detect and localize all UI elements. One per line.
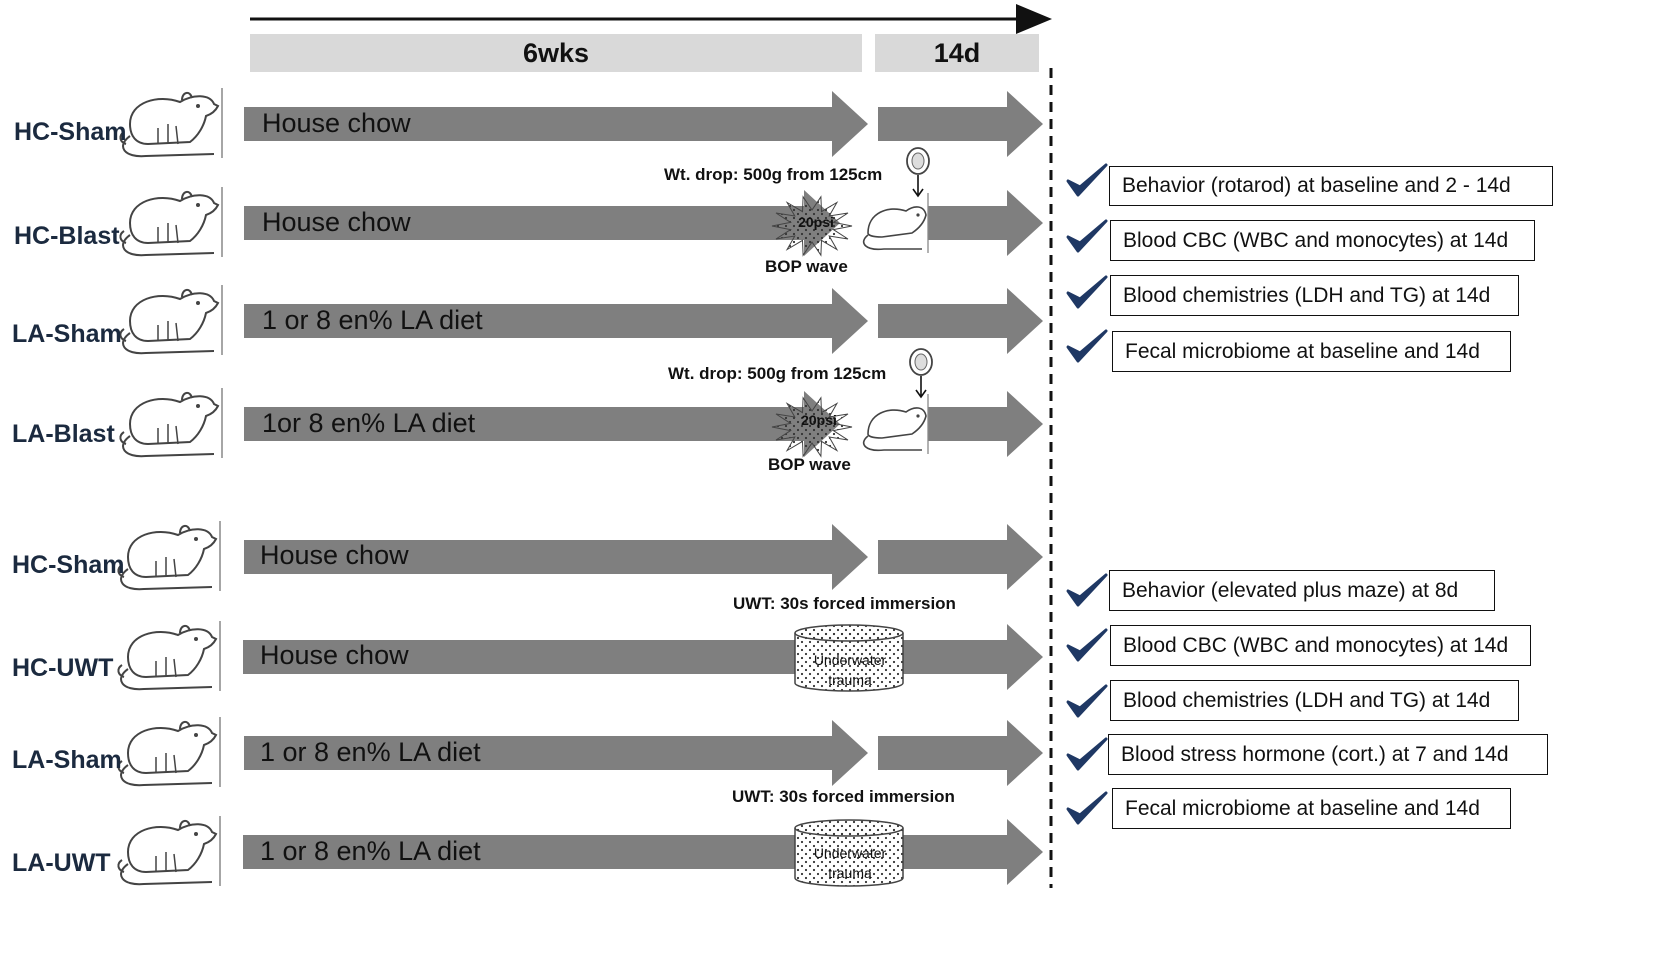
bop-wave-label: BOP wave [768,455,851,474]
phase-14d-header: 14d [875,34,1039,72]
rat-icon [117,620,221,692]
rat-icon [119,87,223,159]
bop-wave-label: BOP wave [765,257,848,276]
uwt-immersion-label: UWT: 30s forced immersion [732,787,955,806]
diet-label: House chow [260,540,409,570]
followup-arrow [878,524,1043,590]
rat-icon [117,815,221,887]
checkmark-icon [1066,628,1108,662]
checkmark-icon [1066,163,1108,197]
checkmark-icon [1066,737,1108,771]
rat-icon [119,284,223,356]
diet-label: 1 or 8 en% LA diet [262,305,483,335]
underwater-trauma-icon [794,624,904,692]
followup-arrow [878,91,1043,157]
followup-arrow [928,190,1043,256]
rat-icon [119,186,223,258]
checkmark-icon [1066,573,1108,607]
diet-arrow [244,190,840,256]
followup-arrow [928,391,1043,457]
group-label: HC-Sham [12,551,125,579]
outcome-box: Blood chemistries (LDH and TG) at 14d [1110,680,1519,721]
group-label: LA-Blast [12,420,115,448]
blast-burst-icon [771,396,853,458]
diet-label: 1or 8 en% LA diet [262,408,476,438]
outcome-box: Blood CBC (WBC and monocytes) at 14d [1110,220,1535,261]
group-label: LA-Sham [12,320,122,348]
diet-arrow [244,391,840,457]
followup-arrow [878,720,1043,786]
diet-arrow [244,720,868,786]
outcome-box: Fecal microbiome at baseline and 14d [1112,331,1511,372]
weight-drop-icon [909,348,933,399]
uwt-immersion-label: UWT: 30s forced immersion [733,594,956,613]
group-label: HC-Sham [14,118,127,146]
diet-label: 1 or 8 en% LA diet [260,836,481,866]
weight-drop-label: Wt. drop: 500g from 125cm [668,364,887,383]
underwater-trauma-icon [794,819,904,887]
blasted-rat-icon [862,192,929,254]
group-label: LA-Sham [12,746,122,774]
outcome-box: Fecal microbiome at baseline and 14d [1112,788,1511,829]
pressure-label: 20psi [798,214,834,230]
diet-label: House chow [260,640,409,670]
checkmark-icon [1066,219,1108,253]
outcome-box: Blood stress hormone (cort.) at 7 and 14… [1108,734,1548,775]
rat-icon [117,520,221,592]
group-label: HC-Blast [14,222,120,250]
followup-arrow [878,288,1043,354]
phase-6wks-header: 6wks [250,34,862,72]
diet-arrow [244,288,868,354]
diet-arrow [244,91,868,157]
outcome-box: Behavior (rotarod) at baseline and 2 - 1… [1109,166,1553,206]
weight-drop-icon [906,147,930,198]
group-label: HC-UWT [12,654,114,682]
diet-label: House chow [262,108,411,138]
checkmark-icon [1066,275,1108,309]
diet-label: 1 or 8 en% LA diet [260,737,481,767]
group-label: LA-UWT [12,849,111,877]
checkmark-icon [1066,329,1108,363]
group-arrows [117,87,1108,887]
outcome-box: Behavior (elevated plus maze) at 8d [1109,570,1495,611]
rat-icon [119,387,223,459]
rat-icon [117,716,221,788]
outcome-box: Blood chemistries (LDH and TG) at 14d [1110,275,1519,316]
checkmark-icon [1066,791,1108,825]
diet-arrow [244,524,868,590]
blast-burst-icon [771,195,853,257]
pressure-label: 20psi [801,412,837,428]
checkmark-icon [1066,684,1108,718]
outcome-box: Blood CBC (WBC and monocytes) at 14d [1110,625,1531,666]
blasted-rat-icon [862,393,929,455]
weight-drop-label: Wt. drop: 500g from 125cm [664,165,883,184]
diet-label: House chow [262,207,411,237]
